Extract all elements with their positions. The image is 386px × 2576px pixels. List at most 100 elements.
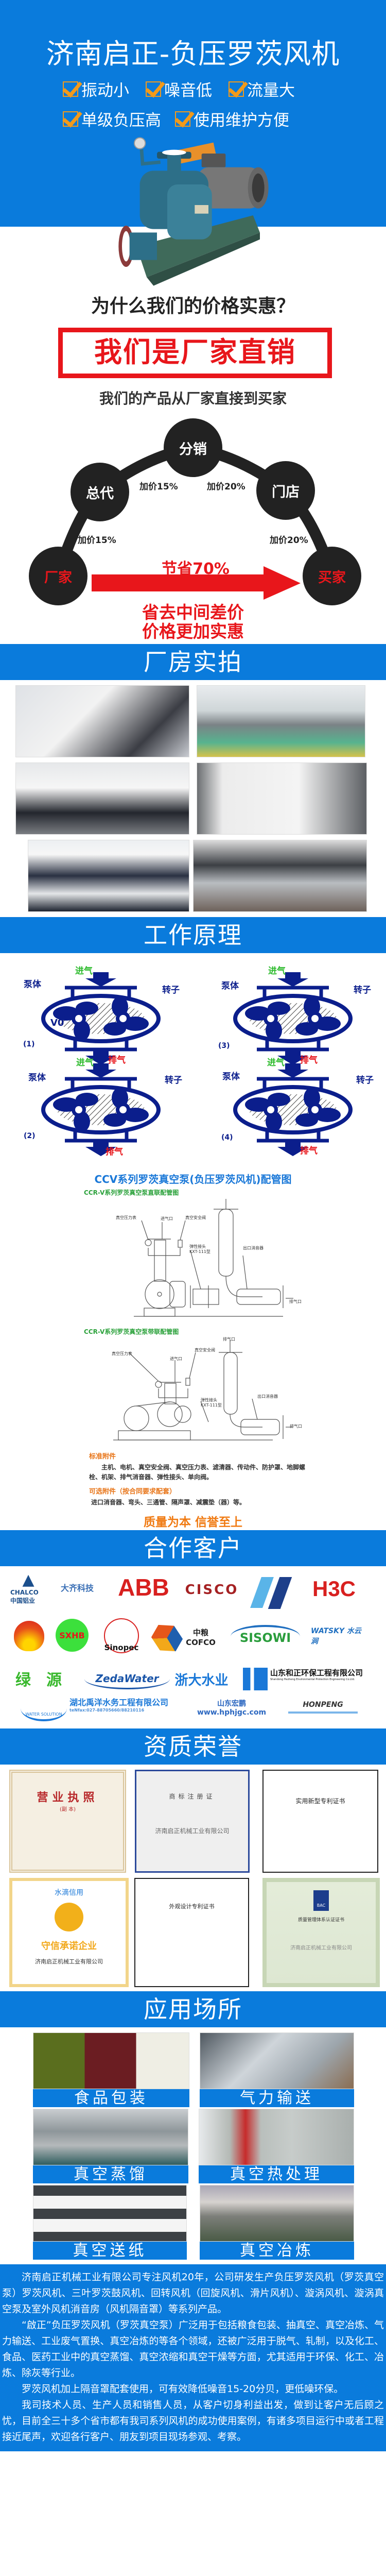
application-photo-vacuum-smelting [200, 2185, 354, 2242]
standard-accessories-text: 主机、电机、真空安全阀、真空压力表、滤清器、传动件、防护罩、地脚螺栓、机架、排气… [89, 1464, 306, 1481]
slogan-line: 省去中间差价 [142, 602, 244, 622]
feature-item: 流量大 [229, 77, 295, 100]
roots-blower-product-image [118, 137, 269, 286]
intro-paragraph: 罗茨风机加上隔音罩配套使用，可有效降低噪音15-20分贝，更低噪环保。 [22, 2383, 344, 2395]
hero-section: 济南启正-负压罗茨风机 振动小 噪音低 流量大 单级负压高 使用维护方便 [0, 0, 386, 289]
inlet-label: 进气 [76, 1058, 94, 1068]
factory-photo-lathe [28, 840, 189, 912]
client-phone: teNfax:027-88705660/88210116 [69, 1708, 145, 1713]
outlet-label: 排气 [108, 1055, 126, 1065]
client-logo-cofco-mark [148, 1619, 186, 1657]
pipe-label-inlet-port: 进气口 [170, 1357, 182, 1361]
client-logo-zedawater: ZedaWater [84, 1669, 170, 1689]
client-name: 湖北禹洋水务工程有限公司 [69, 1698, 169, 1707]
checkmark-icon [63, 111, 78, 127]
node-distribution: 分销 [164, 418, 222, 477]
node-factory: 厂家 [29, 547, 87, 605]
hero-title: 济南启正-负压罗茨风机 [46, 38, 340, 70]
certificate-business-license: 营业执照(副 本) [9, 1770, 126, 1873]
feature-item: 单级负压高 [63, 107, 161, 130]
pipe-label-gauge: 真空压力表 [112, 1351, 132, 1356]
feature-item: 噪音低 [146, 77, 212, 100]
markup-label: 加价20% [270, 535, 308, 546]
client-logo-cofco: 中粮 COFCO [186, 1628, 216, 1647]
client-logo-chalco: ▲CHALCO 中国铝业 [10, 1571, 46, 1604]
belt-driven-piping-diagram [113, 1340, 292, 1440]
pipe-label-exhaust-port: 排气口 [223, 1337, 235, 1342]
step-label: (3) [218, 1042, 230, 1050]
certificate-title: 营业执照 [37, 1791, 99, 1804]
certificate-title: 实用新型专利证书 [295, 1798, 345, 1805]
pump-body-label: 泵体 [24, 979, 41, 990]
feature-item: 振动小 [63, 77, 129, 100]
application-label: 真空冶炼 [200, 2242, 354, 2260]
client-logo-cisco: CISCO [185, 1582, 239, 1598]
step-label: (1) [23, 1040, 35, 1048]
step-label: (4) [221, 1133, 233, 1142]
application-photo-pneumatic-conveying [200, 2032, 354, 2089]
section-header-principle: 工作原理 [0, 917, 386, 953]
application-photo-food-packaging [33, 2032, 189, 2089]
certificate-utility-patent: 实用新型专利证书 [262, 1770, 378, 1873]
application-label: 真空热处理 [199, 2165, 354, 2183]
slogan-line: 价格更加实惠 [142, 621, 244, 641]
client-logo-swoosh [250, 1577, 295, 1609]
pipe-label-joint-model: KXT-111型 [189, 1249, 210, 1254]
savings-label: 节省70% [162, 560, 230, 578]
section-header-applications: 应用场所 [0, 1991, 386, 2027]
client-logo-hongpeng: 山东宏鹏 www.hphjgc.com [197, 1699, 267, 1717]
pipe-label-gauge: 真空压力表 [116, 1215, 136, 1220]
section-header-honors: 资质荣誉 [0, 1728, 386, 1765]
certificate-brand: BAC [313, 1890, 329, 1911]
inlet-label: 进气 [75, 966, 93, 976]
client-logo-zheda-water: 浙大水业 [174, 1672, 229, 1688]
rotor-label: 转子 [356, 1075, 374, 1086]
client-name: 山东和正环保工程有限公司 [270, 1668, 363, 1677]
v0-label: V0 [50, 1018, 64, 1028]
certificate-title: 商标注册证 [169, 1793, 216, 1800]
credit-badge-icon [55, 1903, 83, 1931]
pipe-label-exhaust-port: 排气口 [290, 1424, 302, 1429]
piping-diagram-title: CCV系列罗茨真空泵(负压罗茨风机)配管图 [94, 1173, 292, 1185]
rotor-label: 转子 [354, 985, 371, 995]
intro-paragraph: 济南启正机械工业有限公司专注风机20年，公司研发生产负压罗茨风机（罗茨真空泵）罗… [2, 2272, 384, 2315]
certificate-credit: 水滴信用守信承诺企业济南启正机械工业有限公司 [9, 1878, 129, 1987]
feature-label: 噪音低 [164, 81, 212, 100]
certificate-title: 质量管理体系认证证书 [297, 1918, 344, 1923]
certificate-trademark: 商标注册证济南启正机械工业有限公司 [135, 1770, 250, 1873]
client-logo-abb: ABB [118, 1574, 169, 1601]
belt-driven-diagram-title: CCR-V系列罗茨真空泵带联配管图 [84, 1328, 179, 1335]
client-logo-sinopec: Sinopec [104, 1618, 139, 1653]
rotor-diagram-step-4 [229, 1063, 357, 1156]
rotor-diagram-step-3 [229, 972, 357, 1065]
application-label: 气力输送 [200, 2089, 354, 2107]
price-slogan: 省去中间差价 价格更加实惠 [0, 603, 386, 641]
section-header-clients: 合作客户 [0, 1530, 386, 1566]
feature-label: 振动小 [81, 81, 129, 100]
optional-accessories-title: 可选附件（按合同要求配套） [89, 1488, 177, 1496]
feature-label: 单级负压高 [81, 111, 161, 130]
direct-coupled-diagram-title: CCR-V系列罗茨真空泵直联配管图 [84, 1189, 179, 1196]
node-general-agent: 总代 [71, 463, 129, 521]
pump-body-label: 泵体 [222, 1072, 240, 1082]
application-photo-vacuum-paper-feeding [33, 2185, 187, 2242]
feature-label: 流量大 [247, 81, 295, 100]
pipe-label-safety-valve: 真空安全阀 [195, 1348, 215, 1352]
pipe-label-joint: 弹性接头 [189, 1244, 206, 1249]
standard-accessories-title: 标准附件 [89, 1453, 116, 1461]
pipe-label-muffler: 出口消音器 [243, 1246, 264, 1250]
client-name: CHALCO 中国铝业 [10, 1589, 39, 1604]
quality-motto: 质量为本 信誉至上 [143, 1516, 242, 1529]
factory-photo-castings [193, 840, 367, 912]
pricing-section: 为什么我们的价格实惠？ 我们是厂家直销 我们的产品从厂家直接到买家 分销 总代 … [0, 289, 386, 644]
inlet-label: 进气 [267, 1058, 285, 1068]
markup-label: 加价15% [78, 535, 116, 546]
client-logo-lvyuan: 绿源 [15, 1671, 77, 1689]
clients-section: 合作客户 ▲CHALCO 中国铝业 大齐科技 ABB CISCO H3C SXH… [0, 1530, 386, 1728]
savings-arrow-head [264, 566, 301, 600]
pump-body-label: 泵体 [28, 1073, 46, 1083]
outlet-label: 排气 [300, 1055, 318, 1065]
application-label: 食品包装 [33, 2089, 189, 2107]
